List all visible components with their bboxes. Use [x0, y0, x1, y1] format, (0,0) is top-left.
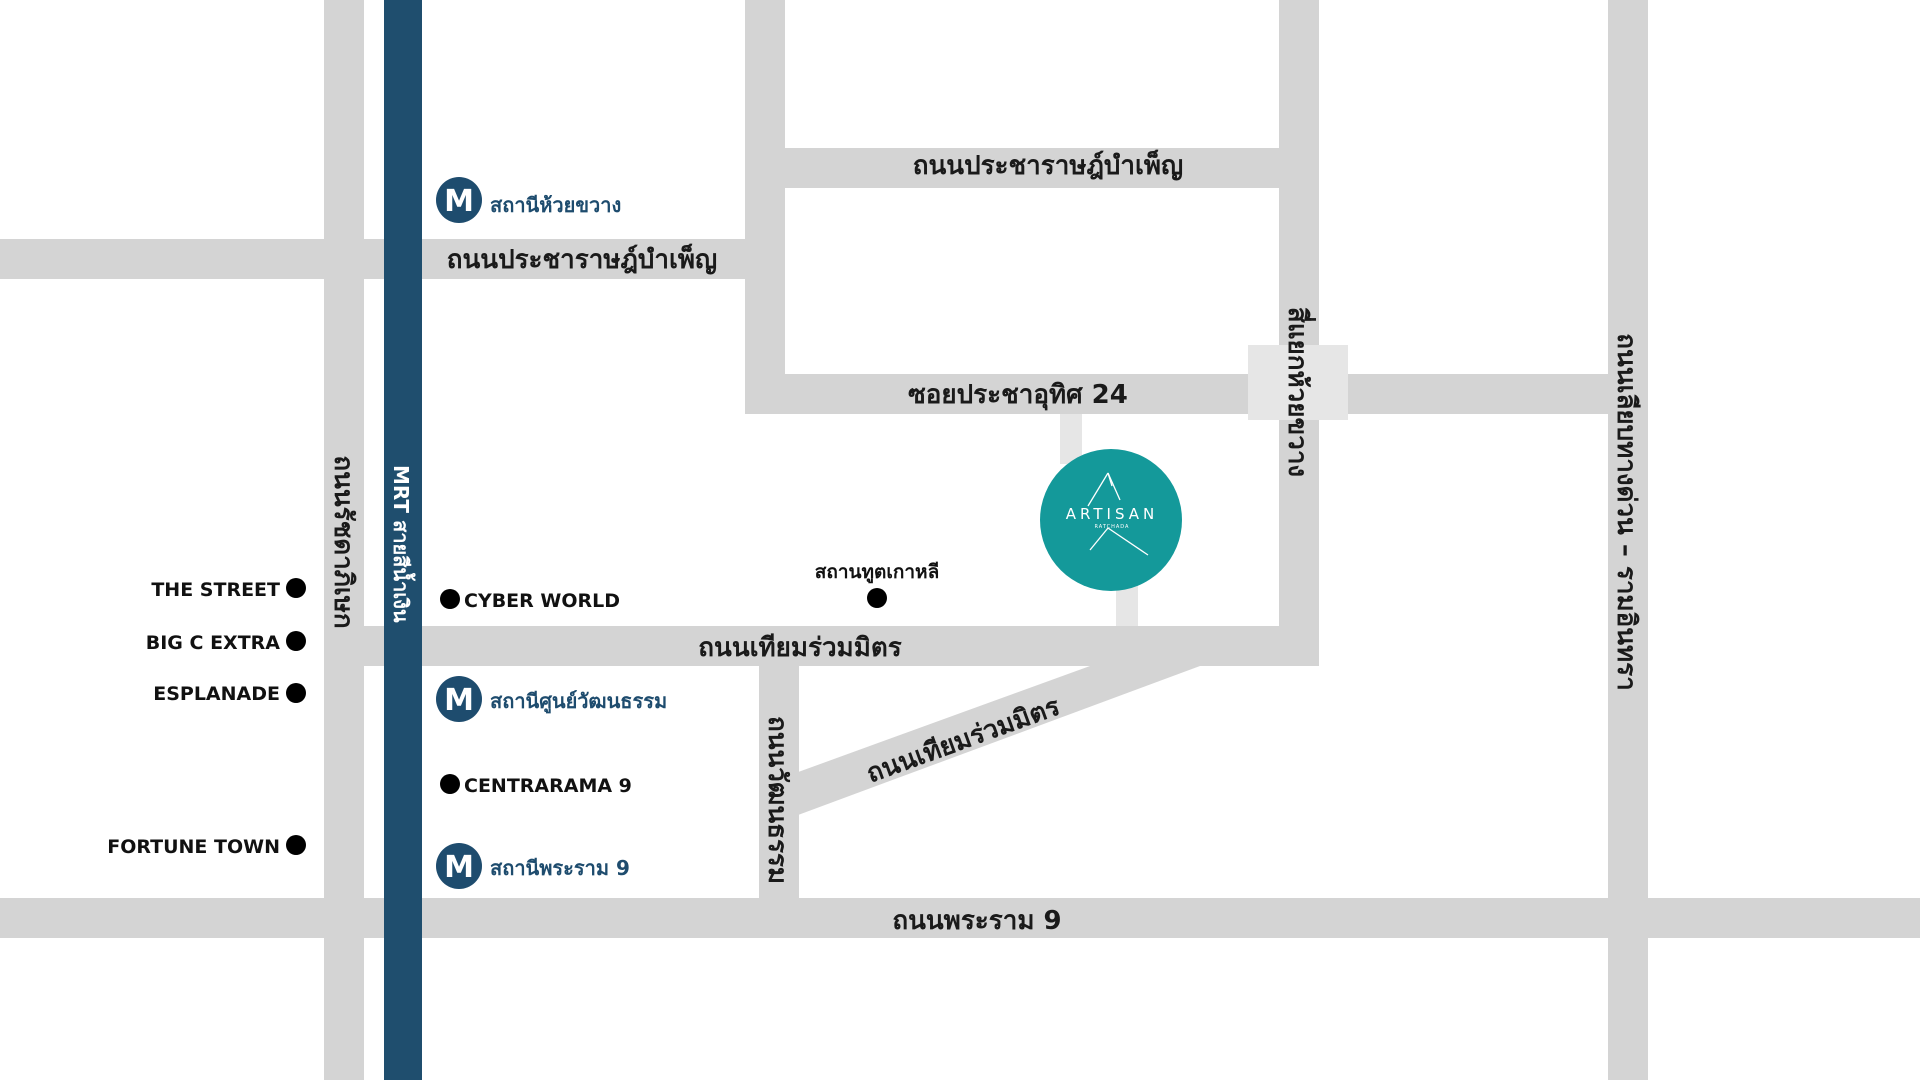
poi-cyber-world: CYBER WORLD	[440, 589, 620, 612]
svg-text:M: M	[444, 184, 474, 219]
road-label-rama9: ถนนพระราม 9	[892, 906, 1061, 936]
road-label-huai-khwang-junction: สี่แยกห้วยขวาง	[1282, 307, 1317, 477]
station-label: สถานีพระราม 9	[490, 856, 630, 880]
poi-centrarama-9: CENTRARAMA 9	[440, 774, 632, 797]
station-label: สถานีห้วยขวาง	[490, 193, 621, 217]
road-label-pracharat-left: ถนนประชาราษฎ์บำเพ็ญ	[447, 243, 717, 275]
road-rama9	[0, 898, 1920, 938]
poi-dot	[286, 631, 306, 651]
road-label-ramkhamhaeng: ถนนเลียบทางด่วน – รามอินทรา	[1611, 333, 1641, 690]
road-watthanatham-upper	[745, 0, 785, 414]
poi-label: FORTUNE TOWN	[107, 836, 280, 858]
mrt-m-icon: M	[436, 177, 482, 223]
poi-label: CENTRARAMA 9	[464, 775, 632, 797]
road-label-soi-prachauthit: ซอยประชาอุทิศ 24	[908, 380, 1128, 411]
road-tiam-ruammit	[364, 626, 1319, 666]
mrt-line-label: MRT สายสีน้ำเงิน	[389, 465, 416, 623]
huai-khwang-junction-square	[1248, 345, 1348, 420]
poi-dot	[440, 589, 460, 609]
road-label-watthanatham: ถนนวัฒนธรรม	[762, 716, 792, 884]
poi-label: ESPLANADE	[153, 683, 280, 705]
project-access-bottom	[1116, 586, 1138, 626]
road-huai-khwang	[1279, 0, 1319, 666]
road-tiam-ruammit-diagonal	[790, 666, 1200, 818]
road-label-ratchadaphisek: ถนนรัชดาภิเษก	[328, 455, 358, 628]
mrt-m-icon: M	[436, 676, 482, 722]
station-label: สถานีศูนย์วัฒนธรรม	[490, 689, 667, 715]
project-name: ARTISAN	[1066, 505, 1158, 523]
poi-korean-embassy: สถานทูตเกาหลี	[815, 561, 939, 608]
poi-dot	[286, 578, 306, 598]
project-circle	[1040, 449, 1182, 591]
road-watthanatham-lower	[759, 666, 799, 898]
poi-label: สถานทูตเกาหลี	[815, 561, 939, 584]
poi-label: BIG C EXTRA	[146, 632, 281, 654]
road-pracharat-top	[785, 148, 1280, 188]
poi-dot	[867, 588, 887, 608]
road-label-pracharat-top: ถนนประชาราษฎ์บำเพ็ญ	[913, 149, 1183, 181]
project-access-top	[1060, 414, 1082, 464]
poi-big-c-extra: BIG C EXTRA	[146, 631, 306, 654]
road-label-tiam-ruammit: ถนนเทียมร่วมมิตร	[698, 633, 901, 663]
road-soi-prachauthit	[745, 374, 1610, 414]
svg-text:M: M	[444, 683, 474, 718]
poi-dot	[440, 774, 460, 794]
svg-text:M: M	[444, 850, 474, 885]
poi-dot	[286, 683, 306, 703]
mrt-blue-line	[384, 0, 422, 1080]
project-sub: RATCHADA	[1095, 524, 1130, 530]
road-ramkhamhaeng	[1608, 0, 1648, 1080]
artisan-logo-icon	[1087, 472, 1149, 556]
poi-label: THE STREET	[151, 579, 280, 601]
poi-the-street: THE STREET	[151, 578, 306, 601]
poi-label: CYBER WORLD	[464, 590, 620, 612]
station-huai-khwang: M สถานีห้วยขวาง	[436, 177, 621, 223]
poi-fortune-town: FORTUNE TOWN	[107, 835, 306, 858]
station-rama9: M สถานีพระราม 9	[436, 843, 630, 889]
mrt-m-icon: M	[436, 843, 482, 889]
station-cultural-center: M สถานีศูนย์วัฒนธรรม	[436, 676, 667, 722]
poi-esplanade: ESPLANADE	[153, 683, 306, 705]
poi-dot	[286, 835, 306, 855]
project-marker-artisan: ARTISAN RATCHADA	[1040, 449, 1182, 591]
